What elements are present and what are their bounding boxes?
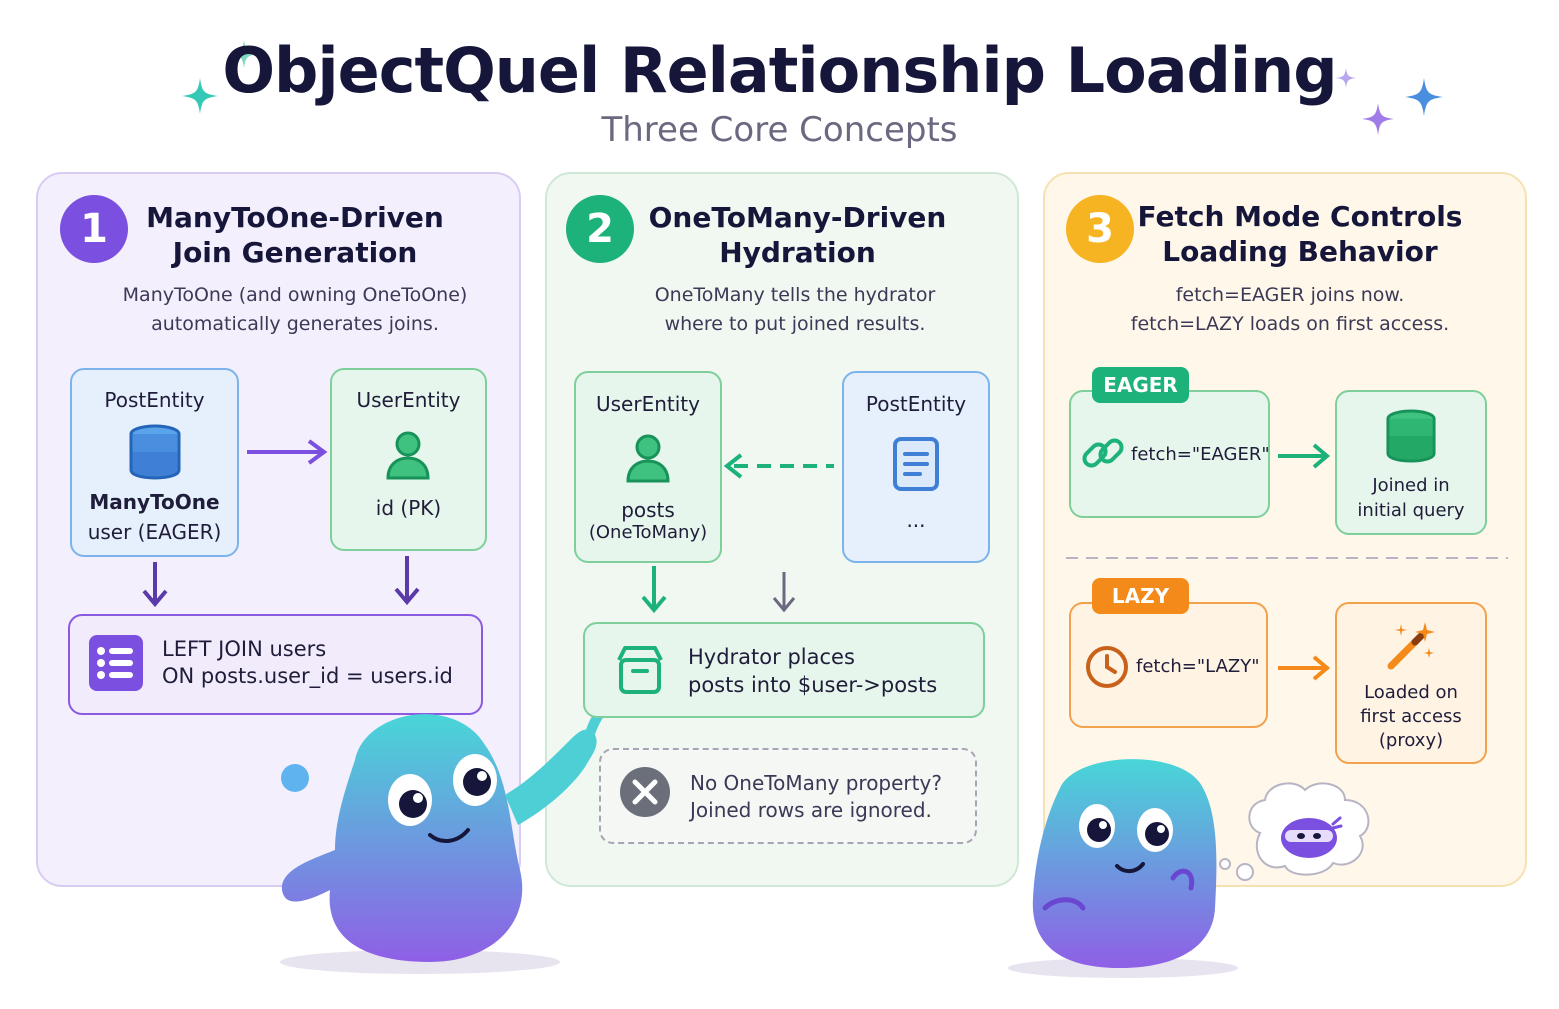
entity-name: PostEntity	[865, 392, 967, 416]
ignored-note-line: Joined rows are ignored.	[690, 798, 932, 822]
eager-result-line: Joined in	[1372, 475, 1450, 496]
divider	[1066, 557, 1508, 559]
eager-code: fetch="EAGER"	[1131, 444, 1270, 465]
document-icon	[893, 437, 939, 491]
ignored-note-text: No OneToMany property? Joined rows are i…	[690, 770, 975, 824]
eager-result-text: Joined in initial query	[1335, 473, 1487, 523]
sparkle-icon	[1362, 103, 1394, 135]
join-sql: LEFT JOIN users ON posts.user_id = users…	[162, 636, 482, 690]
lazy-tag: LAZY	[1092, 578, 1189, 614]
arrow-left-dashed	[723, 453, 834, 479]
panel-title-line: Loading Behavior	[1162, 235, 1438, 268]
page-subtitle: Three Core Concepts	[601, 110, 958, 150]
join-sql-line: LEFT JOIN users	[162, 637, 327, 661]
user-icon	[386, 431, 430, 480]
panel-title-line: ManyToOne-Driven	[146, 201, 444, 234]
arrow-right	[1278, 443, 1331, 469]
lazy-result-line: (proxy)	[1378, 730, 1444, 751]
panel-title-line: Join Generation	[172, 236, 418, 269]
list-icon	[89, 635, 143, 691]
panel-title-line: OneToMany-Driven	[648, 201, 947, 234]
database-icon	[129, 424, 181, 480]
hydrator-text: Hydrator places posts into $user->posts	[688, 643, 983, 699]
magic-wand-icon	[1387, 622, 1435, 670]
panel-title-line: Hydration	[719, 236, 876, 269]
panel-title: ManyToOne-Driven Join Generation	[130, 200, 460, 270]
panel-description: ManyToOne (and owning OneToOne) automati…	[60, 281, 530, 339]
entity-field: id (PK)	[375, 496, 442, 520]
panel-description-line: OneToMany tells the hydrator	[654, 284, 936, 306]
close-circle-icon	[620, 767, 670, 817]
mascot-blob	[1008, 759, 1238, 978]
panel-number-badge: 1	[60, 195, 128, 263]
arrow-right	[247, 439, 328, 465]
sparkle-icon	[1405, 78, 1443, 116]
ignored-note-line: No OneToMany property?	[690, 771, 942, 795]
panel-description-line: where to put joined results.	[664, 313, 926, 335]
lazy-result-text: Loaded on first access (proxy)	[1335, 681, 1487, 753]
bubble-dot	[281, 764, 309, 792]
panel-description-line: fetch=LAZY loads on first access.	[1130, 313, 1450, 335]
page-title: ObjectQuel Relationship Loading	[222, 34, 1337, 107]
sparkle-icon	[182, 78, 218, 114]
link-icon	[1082, 438, 1124, 468]
panel-description-line: ManyToOne (and owning OneToOne)	[122, 284, 468, 306]
ninja-icon	[1281, 816, 1343, 858]
entity-relation: ManyToOne	[89, 490, 220, 514]
panel-description: OneToMany tells the hydrator where to pu…	[570, 281, 1020, 339]
panel-description-line: fetch=EAGER joins now.	[1175, 284, 1405, 306]
entity-field: user (EAGER)	[87, 520, 222, 544]
eager-tag: EAGER	[1092, 367, 1189, 403]
sparkle-icon	[1336, 68, 1356, 88]
eager-code-card	[1069, 390, 1270, 518]
join-sql-line: ON posts.user_id = users.id	[162, 664, 453, 688]
entity-relation: (OneToMany)	[588, 522, 708, 543]
panel-number-badge: 3	[1066, 195, 1134, 263]
lazy-result-line: first access	[1360, 706, 1462, 727]
clock-icon	[1086, 646, 1128, 688]
panel-description: fetch=EAGER joins now. fetch=LAZY loads …	[1060, 281, 1520, 339]
hydrator-text-line: Hydrator places	[688, 645, 855, 669]
hydrator-card	[583, 622, 985, 718]
entity-name: PostEntity	[104, 388, 205, 412]
arrow-down	[641, 566, 667, 614]
lazy-code: fetch="LAZY"	[1136, 656, 1260, 677]
panel-title: OneToMany-Driven Hydration	[630, 200, 965, 270]
entity-field: ...	[906, 508, 926, 532]
lazy-result-card	[1335, 602, 1487, 764]
user-icon	[626, 434, 670, 483]
entity-name: UserEntity	[596, 392, 700, 416]
arrow-down	[394, 556, 420, 606]
panel-number-badge: 2	[566, 195, 634, 263]
entity-name: UserEntity	[356, 388, 461, 412]
hydrator-text-line: posts into $user->posts	[688, 673, 938, 697]
database-icon	[1386, 409, 1436, 463]
arrow-down	[142, 562, 168, 608]
entity-field: posts	[621, 498, 675, 522]
box-icon	[617, 646, 663, 694]
arrow-down	[772, 572, 796, 613]
mascot-blob	[280, 705, 608, 974]
panel-title-line: Fetch Mode Controls	[1137, 200, 1463, 233]
arrow-right	[1278, 655, 1331, 681]
panel-title: Fetch Mode Controls Loading Behavior	[1135, 199, 1465, 269]
eager-result-line: initial query	[1357, 500, 1465, 521]
lazy-result-line: Loaded on	[1364, 682, 1458, 703]
sparkle-icon	[230, 40, 258, 68]
panel-description-line: automatically generates joins.	[151, 313, 439, 335]
